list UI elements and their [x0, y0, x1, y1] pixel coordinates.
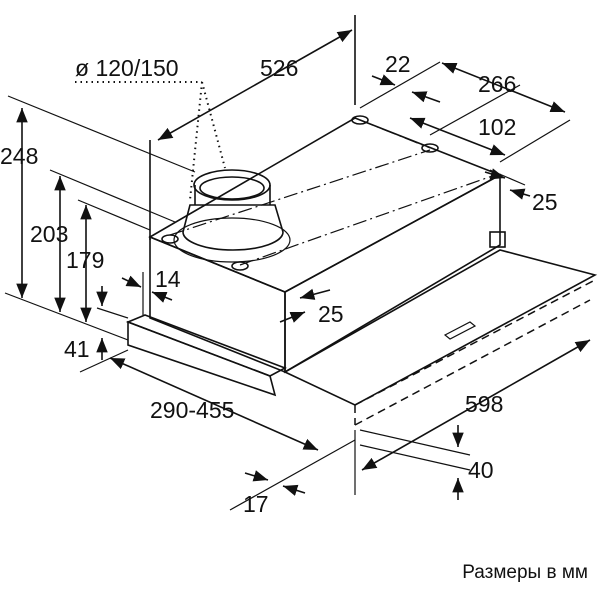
label-25-front: 25 [318, 301, 344, 327]
label-598: 598 [465, 391, 503, 417]
label-40: 40 [468, 457, 494, 483]
label-25-right: 25 [532, 189, 558, 215]
label-526: 526 [260, 55, 298, 81]
label-179: 179 [66, 247, 104, 273]
mounting-hole [231, 261, 249, 271]
label-22: 22 [385, 51, 411, 77]
label-14: 14 [155, 266, 181, 292]
label-290-455: 290-455 [150, 397, 234, 423]
label-248: 248 [0, 143, 38, 169]
label-266: 266 [478, 71, 516, 97]
label-203: 203 [30, 221, 68, 247]
label-17: 17 [243, 491, 269, 517]
mounting-hole [161, 234, 179, 244]
label-102: 102 [478, 114, 516, 140]
label-41: 41 [64, 336, 90, 362]
label-duct-diameter: ø 120/150 [75, 55, 179, 81]
mounting-hole [351, 115, 369, 125]
duct-connector [173, 169, 291, 263]
units-caption: Размеры в мм [462, 562, 588, 583]
